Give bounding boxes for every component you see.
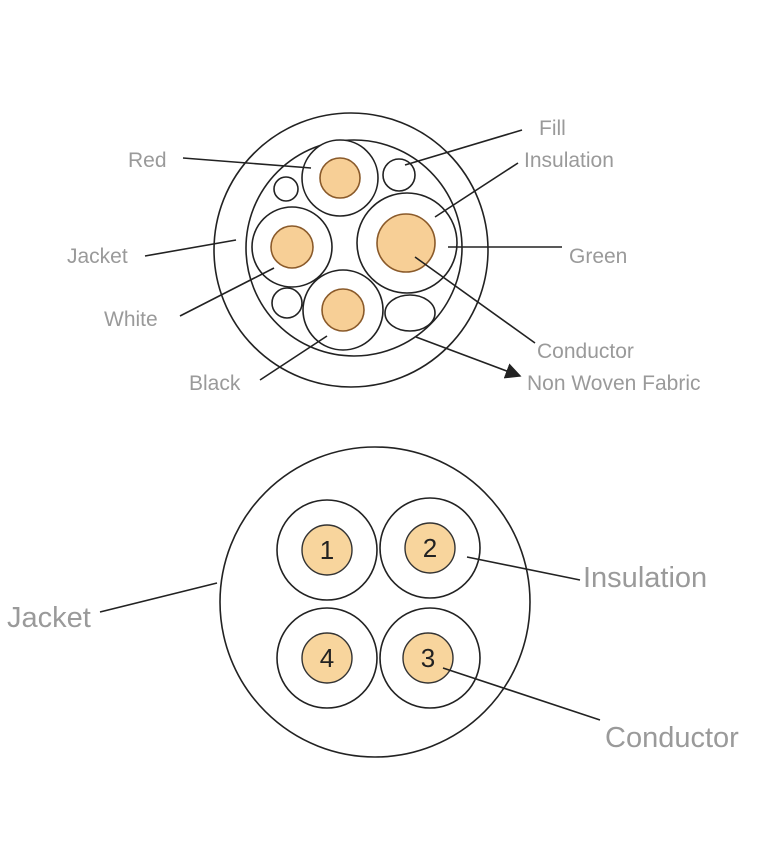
leader-line-insulation [466,556,581,581]
fill-strand [273,176,299,202]
core-number-3: 3 [421,643,435,673]
leader-line-conductor [414,256,536,344]
label-jacket: Jacket [67,245,128,268]
white-conductor [270,225,314,269]
label-fill: Fill [539,117,566,140]
label-conductor: Conductor [605,722,739,754]
four-core-cable: 1 2 3 4 Jacket Insulation Conductor [7,446,739,758]
core-number-1: 1 [320,535,334,565]
label-jacket: Jacket [7,602,91,634]
label-insulation: Insulation [524,149,614,172]
core-2-conductor [404,522,456,574]
leader-line-jacket [99,582,218,613]
core-1-conductor [301,524,353,576]
fill-strand [384,294,436,332]
green-conductor [376,213,436,273]
leader-line-insulation [434,162,519,218]
leader-line-jacket [144,239,237,257]
leader-line-conductor [442,667,601,721]
label-white: White [104,308,158,331]
core-4-conductor [301,632,353,684]
outer-jacket [219,446,531,758]
leader-line-red [182,157,312,169]
fill-strand [382,158,416,192]
fill-strand [271,287,303,319]
leader-arrow-non-woven-fabric [415,336,522,379]
label-conductor: Conductor [537,340,634,363]
black-conductor [321,288,365,332]
five-core-cable: Red Fill Insulation Jacket Green White C… [67,112,701,395]
core-number-4: 4 [320,643,334,673]
label-insulation: Insulation [583,562,707,594]
red-conductor [319,157,361,199]
leader-line-black [259,335,328,381]
leader-line-white [179,267,275,317]
label-non-woven-fabric: Non Woven Fabric [527,372,701,395]
label-black: Black [189,372,241,395]
core-3-conductor [402,632,454,684]
label-red: Red [128,149,167,172]
core-number-2: 2 [423,533,437,563]
label-green: Green [569,245,627,268]
leader-line-fill [404,129,523,166]
